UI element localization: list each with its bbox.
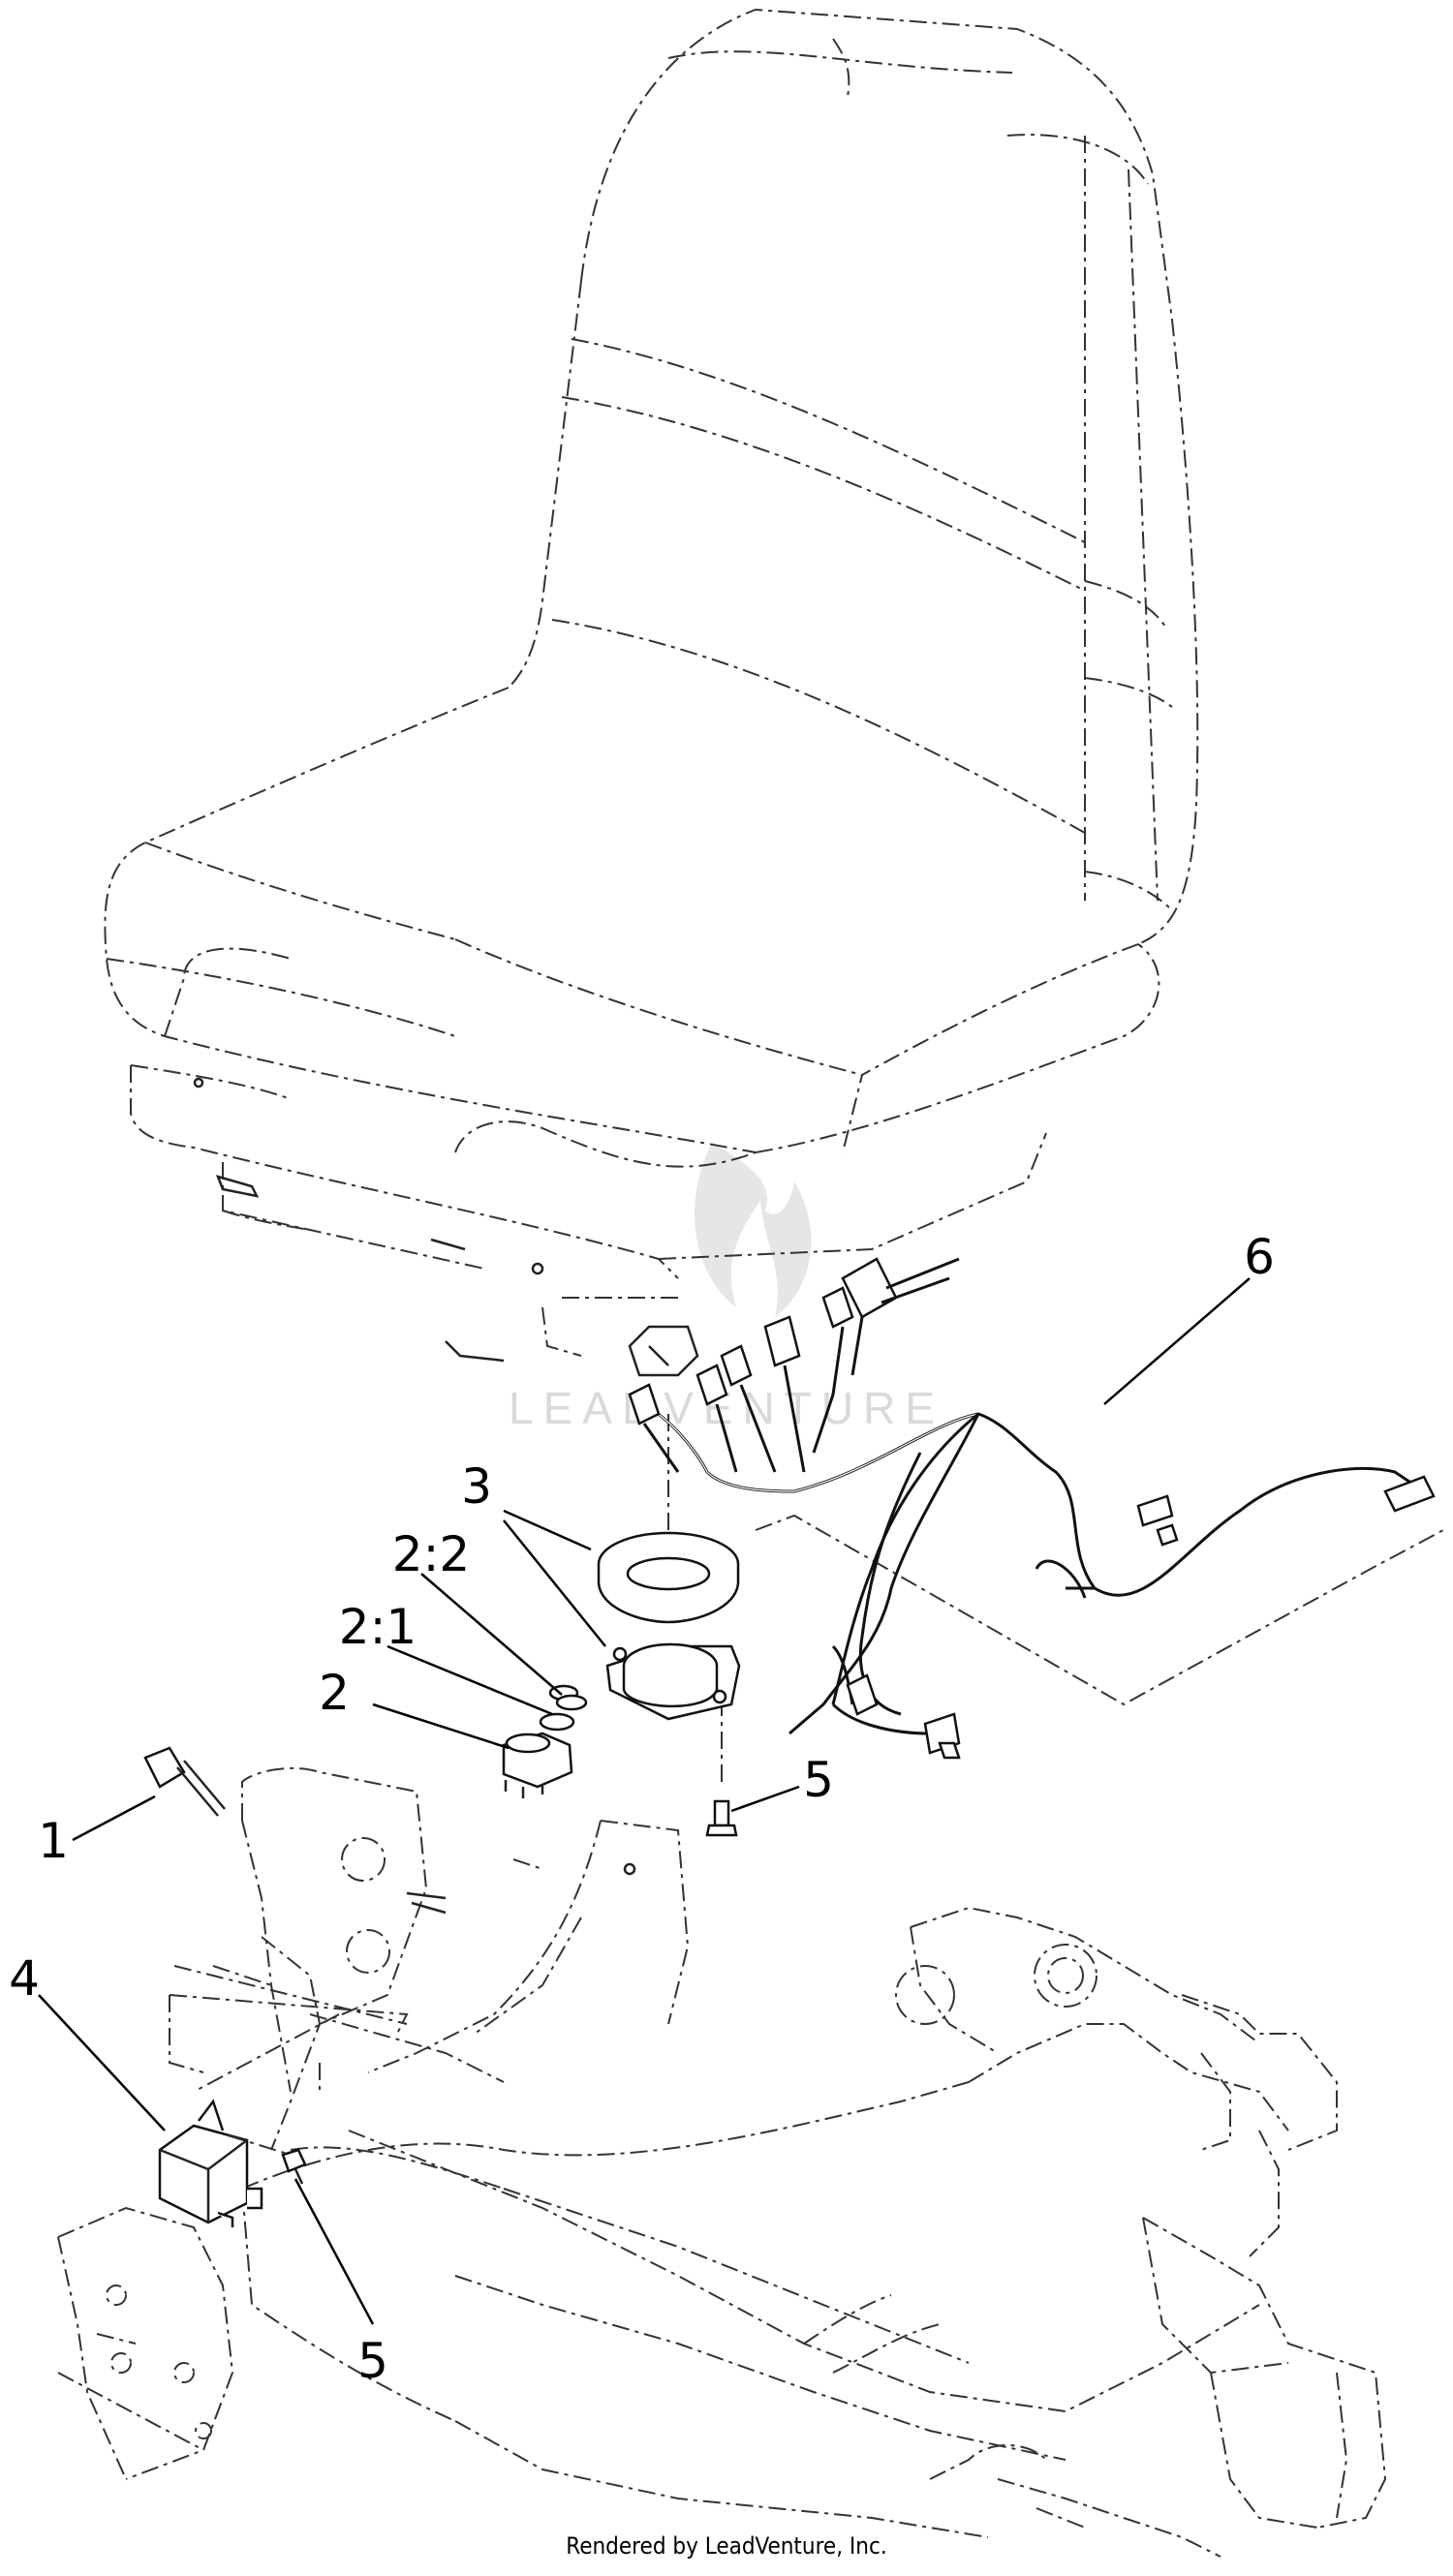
callout-6: 6 [1244, 1229, 1275, 1285]
callout-2-2: 2:2 [392, 1526, 470, 1582]
footer-credit: Rendered by LeadVenture, Inc. [566, 2532, 886, 2560]
relay-center-line [227, 2134, 292, 2156]
callout-2-1: 2:1 [339, 1599, 417, 1655]
callout-labels: 1 2 2:1 2:2 3 5 6 4 5 [9, 1229, 1275, 2389]
part-1-sensor [143, 1746, 226, 1817]
callout-5-lower: 5 [357, 2333, 388, 2389]
callout-3: 3 [461, 1458, 492, 1515]
callout-1: 1 [38, 1813, 69, 1869]
part-6-wire-harness [628, 1257, 1436, 1760]
part-5-bolt-lower [281, 2148, 307, 2185]
callout-4: 4 [9, 1950, 40, 2007]
leader-lines [38, 1277, 1251, 2325]
part-5-bolt-upper [705, 1799, 738, 1837]
callout-2: 2 [319, 1665, 350, 1721]
watermark-text: LEADVENTURE [509, 1383, 944, 1433]
harness-center-line [755, 1514, 1444, 1706]
frame-phantom [57, 1766, 1387, 2558]
part-3-seat-switch-mount [597, 1531, 741, 1721]
callout-5-upper: 5 [803, 1752, 834, 1808]
part-2-seat-switch [502, 1684, 588, 1798]
seat-phantom [104, 8, 1199, 1377]
part-4-relay [158, 2099, 263, 2227]
